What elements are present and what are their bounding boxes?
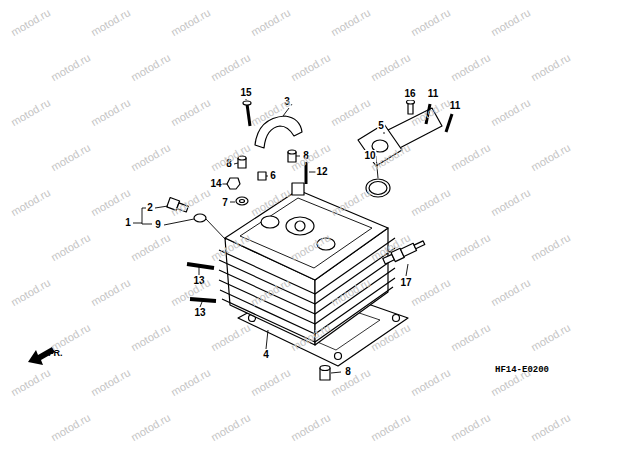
watermark: motod.ru bbox=[369, 412, 412, 443]
callout-number: 1 bbox=[124, 217, 132, 229]
watermark: motod.ru bbox=[529, 52, 572, 83]
watermark: motod.ru bbox=[529, 232, 572, 263]
watermark: motod.ru bbox=[289, 412, 332, 443]
watermark: motod.ru bbox=[49, 142, 92, 173]
callout-number: 2 bbox=[146, 202, 154, 214]
watermark: motod.ru bbox=[529, 322, 572, 353]
watermark: motod.ru bbox=[529, 142, 572, 173]
watermark: motod.ru bbox=[169, 97, 212, 128]
watermark: motod.ru bbox=[449, 412, 492, 443]
watermark: motod.ru bbox=[489, 187, 532, 218]
callout-number: 15 bbox=[239, 87, 252, 99]
watermark: motod.ru bbox=[449, 52, 492, 83]
watermark: motod.ru bbox=[9, 7, 52, 38]
callout-number: 11 bbox=[427, 88, 440, 100]
watermark: motod.ru bbox=[209, 322, 252, 353]
callout-number: 14 bbox=[209, 178, 222, 190]
watermark: motod.ru bbox=[209, 412, 252, 443]
watermark: motod.ru bbox=[249, 7, 292, 38]
callout-number: 13 bbox=[193, 307, 206, 319]
watermark: motod.ru bbox=[89, 187, 132, 218]
watermark: motod.ru bbox=[169, 7, 212, 38]
watermark: motod.ru bbox=[449, 322, 492, 353]
watermark: motod.ru bbox=[409, 7, 452, 38]
watermark: motod.ru bbox=[409, 367, 452, 398]
watermark: motod.ru bbox=[169, 187, 212, 218]
watermark: motod.ru bbox=[409, 187, 452, 218]
callout-number: 5 bbox=[377, 120, 385, 132]
callout-number: 6 bbox=[269, 170, 277, 182]
watermark: motod.ru bbox=[89, 97, 132, 128]
callout-number: 12 bbox=[315, 166, 328, 178]
watermark: motod.ru bbox=[129, 142, 172, 173]
watermark: motod.ru bbox=[249, 367, 292, 398]
watermark: motod.ru bbox=[9, 277, 52, 308]
watermark: motod.ru bbox=[289, 52, 332, 83]
watermark: motod.ru bbox=[449, 232, 492, 263]
watermark: motod.ru bbox=[129, 232, 172, 263]
watermark: motod.ru bbox=[369, 52, 412, 83]
watermark: motod.ru bbox=[489, 277, 532, 308]
watermark: motod.ru bbox=[449, 142, 492, 173]
watermark: motod.ru bbox=[89, 367, 132, 398]
watermark: motod.ru bbox=[129, 322, 172, 353]
watermark: motod.ru bbox=[209, 52, 252, 83]
watermark: motod.ru bbox=[49, 322, 92, 353]
watermark: motod.ru bbox=[489, 97, 532, 128]
watermark: motod.ru bbox=[9, 97, 52, 128]
watermark: motod.ru bbox=[169, 367, 212, 398]
watermark: motod.ru bbox=[129, 52, 172, 83]
watermark: motod.ru bbox=[89, 277, 132, 308]
callout-number: 7 bbox=[221, 197, 229, 209]
watermark: motod.ru bbox=[9, 187, 52, 218]
callout-number: 9 bbox=[154, 219, 162, 231]
watermark: motod.ru bbox=[129, 412, 172, 443]
watermark: motod.ru bbox=[89, 7, 132, 38]
watermark: motod.ru bbox=[49, 52, 92, 83]
watermark: motod.ru bbox=[489, 7, 532, 38]
watermark: motod.ru bbox=[329, 7, 372, 38]
watermark: motod.ru bbox=[169, 277, 212, 308]
watermark: motod.ru bbox=[9, 367, 52, 398]
callout-number: 16 bbox=[403, 88, 416, 100]
watermark: motod.ru bbox=[409, 277, 452, 308]
watermark: motod.ru bbox=[49, 232, 92, 263]
watermark: motod.ru bbox=[329, 97, 372, 128]
watermark: motod.ru bbox=[49, 412, 92, 443]
watermark: motod.ru bbox=[529, 412, 572, 443]
callout-number: 17 bbox=[399, 277, 412, 289]
callout-number: 4 bbox=[262, 349, 270, 361]
